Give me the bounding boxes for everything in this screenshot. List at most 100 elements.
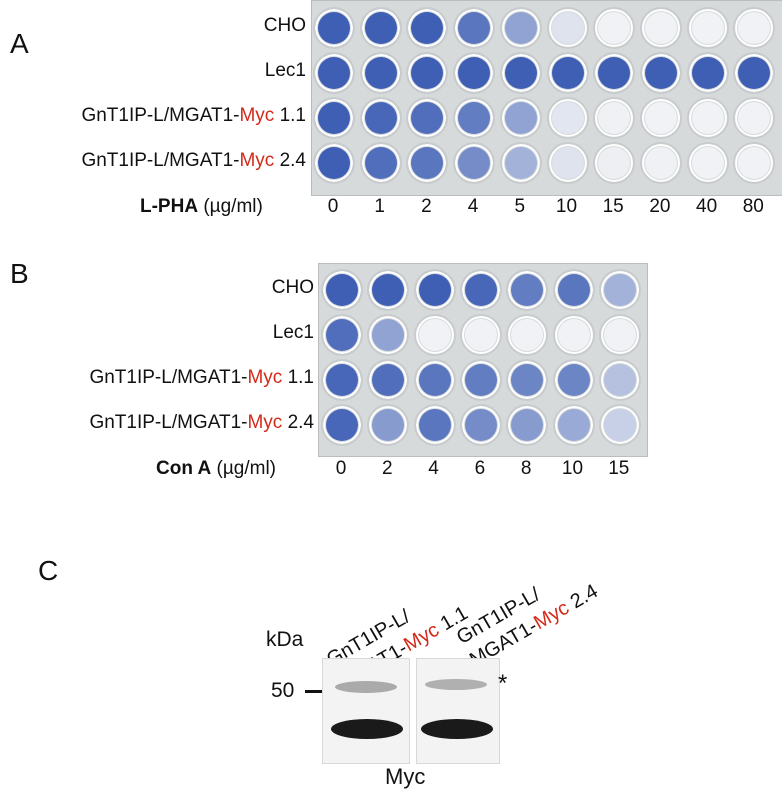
marker-50-label: 50 bbox=[271, 679, 295, 702]
panel-a-well bbox=[406, 52, 449, 94]
panel-b-well bbox=[506, 314, 549, 356]
panel-a-concentration-label: 15 bbox=[602, 196, 624, 217]
panel-b-well bbox=[413, 269, 456, 311]
panel-a-row-label-myc: Myc bbox=[239, 105, 275, 126]
panel-a-well bbox=[593, 52, 636, 94]
panel-a-row-label-clone: 2.4 bbox=[274, 150, 306, 171]
blot-lane-1-lower-band bbox=[331, 719, 403, 739]
panel-a-well bbox=[546, 97, 589, 139]
blot-lane-2 bbox=[416, 658, 500, 764]
panel-b-row-label-text: GnT1IP-L/MGAT1- bbox=[89, 412, 248, 433]
panel-b-well bbox=[598, 269, 641, 311]
panel-a-row-label-text: GnT1IP-L/MGAT1- bbox=[81, 105, 240, 126]
panel-a-well bbox=[406, 97, 449, 139]
panel-a-well bbox=[546, 142, 589, 184]
panel-a-well bbox=[639, 97, 682, 139]
panel-a-unit: (µg/ml) bbox=[203, 196, 263, 217]
panel-b-well bbox=[552, 314, 595, 356]
panel-b-well bbox=[367, 404, 410, 446]
panel-b-well bbox=[321, 314, 363, 356]
panel-b-well bbox=[413, 404, 456, 446]
panel-a-row-label-myc: Myc bbox=[239, 150, 275, 171]
panel-b-well bbox=[413, 359, 456, 401]
panel-a-row-label: GnT1IP-L/MGAT1-Myc 2.4 bbox=[81, 150, 306, 172]
panel-b-well bbox=[598, 314, 641, 356]
antibody-label: Myc bbox=[385, 764, 426, 789]
panel-a-row-label: GnT1IP-L/MGAT1-Myc 1.1 bbox=[81, 105, 306, 127]
panel-a-concentration-label: 2 bbox=[421, 196, 432, 217]
panel-a-well bbox=[593, 7, 636, 49]
panel-a-well-plate bbox=[311, 0, 782, 196]
panel-a-well bbox=[313, 7, 355, 49]
panel-a-well bbox=[639, 52, 682, 94]
panel-b-well bbox=[367, 314, 410, 356]
panel-a-agent: L-PHA bbox=[140, 196, 199, 217]
blot-lane-1 bbox=[322, 658, 410, 764]
panel-b-well bbox=[367, 359, 410, 401]
panel-b-well bbox=[552, 359, 595, 401]
panel-a-well bbox=[733, 7, 776, 49]
panel-a-axis-label: L-PHA (µg/ml) bbox=[140, 196, 263, 218]
panel-a-concentration-label: 5 bbox=[514, 196, 526, 217]
blot-lane-2-lower-band bbox=[421, 719, 493, 739]
panel-c-letter: C bbox=[38, 555, 59, 586]
panel-a-well bbox=[546, 7, 589, 49]
panel-b-row-label: CHO bbox=[272, 277, 314, 299]
panel-a-row-label: CHO bbox=[264, 15, 306, 37]
panel-b-well bbox=[367, 269, 410, 311]
panel-b-well bbox=[598, 359, 641, 401]
panel-a-well bbox=[499, 7, 542, 49]
panel-b-agent: Con A bbox=[156, 458, 212, 479]
panel-a-well bbox=[499, 142, 542, 184]
panel-a-well bbox=[453, 7, 496, 49]
panel-a-well bbox=[686, 7, 729, 49]
panel-b-well bbox=[321, 359, 363, 401]
panel-a-concentration-label: 80 bbox=[742, 196, 764, 217]
panel-a-well bbox=[733, 142, 776, 184]
panel-a-well bbox=[733, 97, 776, 139]
panel-b-concentration-label: 2 bbox=[382, 458, 393, 479]
panel-a-concentration-label: 4 bbox=[467, 196, 479, 217]
panel-b-axis-label: Con A (µg/ml) bbox=[156, 458, 276, 480]
panel-b-unit: (µg/ml) bbox=[216, 458, 277, 479]
panel-b-row-label-clone: 1.1 bbox=[282, 367, 314, 388]
kda-label: kDa bbox=[266, 628, 304, 651]
panel-a-well bbox=[499, 52, 542, 94]
panel-a-well bbox=[406, 7, 449, 49]
panel-a-well bbox=[313, 97, 355, 139]
panel-a-well bbox=[639, 7, 682, 49]
panel-b-well bbox=[459, 404, 502, 446]
panel-b-row-label-text: CHO bbox=[271, 277, 314, 298]
blot-lane-2-upper-band bbox=[425, 679, 487, 690]
panel-a-letter: A bbox=[10, 28, 29, 59]
panel-a-well bbox=[453, 142, 496, 184]
panel-b-row-label-myc: Myc bbox=[247, 412, 283, 433]
panel-b-concentration-label: 15 bbox=[608, 458, 630, 479]
panel-b-row-label-text: GnT1IP-L/MGAT1- bbox=[89, 367, 248, 388]
marker-50-tick bbox=[305, 690, 322, 693]
panel-b-well bbox=[506, 359, 549, 401]
lane-2-label: GnT1IP-L/ MGAT1-Myc 2.4 bbox=[452, 556, 603, 673]
panel-a-well bbox=[453, 97, 496, 139]
panel-b-row-label-text: Lec1 bbox=[272, 322, 314, 343]
blot-lane-1-upper-band bbox=[335, 681, 397, 693]
panel-a-concentration-label: 0 bbox=[327, 196, 339, 217]
panel-a-row-label-text: CHO bbox=[263, 15, 306, 36]
panel-a-well bbox=[359, 52, 402, 94]
panel-b-row-label: GnT1IP-L/MGAT1-Myc 2.4 bbox=[89, 412, 314, 434]
panel-a-row-label-clone: 1.1 bbox=[274, 105, 306, 126]
panel-b-row-label: Lec1 bbox=[273, 322, 314, 344]
panel-a-well bbox=[313, 142, 355, 184]
panel-a-concentration-label: 20 bbox=[649, 196, 671, 217]
panel-a-well bbox=[499, 97, 542, 139]
panel-a-concentration-label: 1 bbox=[374, 196, 385, 217]
panel-a-well bbox=[686, 97, 729, 139]
panel-b-well bbox=[598, 404, 641, 446]
panel-a-well bbox=[686, 142, 729, 184]
panel-a-well bbox=[359, 142, 402, 184]
panel-a-well bbox=[359, 7, 402, 49]
panel-a-row-label-text: Lec1 bbox=[264, 60, 306, 81]
panel-a-row-label-text: GnT1IP-L/MGAT1- bbox=[81, 150, 240, 171]
panel-a-concentration-label: 40 bbox=[696, 196, 718, 217]
panel-a-well bbox=[313, 52, 355, 94]
